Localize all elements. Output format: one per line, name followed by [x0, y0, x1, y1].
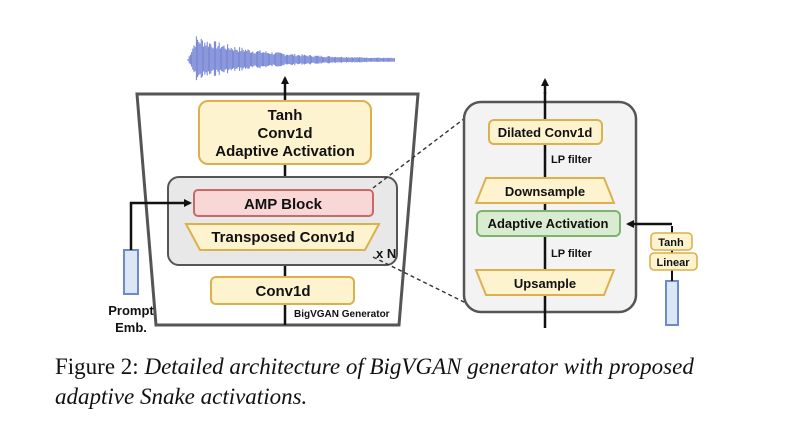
prompt-embedding-bar: [123, 249, 139, 295]
architecture-diagram: Tanh Conv1d Adaptive Activation x N AMP …: [108, 36, 698, 335]
side-embedding-bar: [665, 280, 679, 326]
waveform-trace: [187, 36, 395, 81]
linear-label: Linear: [656, 257, 690, 269]
conv1d-block: [210, 276, 355, 305]
output-block-conv1d: Conv1d: [257, 125, 312, 142]
downsample-block: [474, 177, 616, 204]
generator-name-label: BigVGAN Generator: [294, 309, 390, 320]
output-block-adaptive-activation: Adaptive Activation: [215, 143, 354, 160]
lp-filter-top-label: LP filter: [551, 154, 592, 166]
conv1d-label: Conv1d: [255, 283, 310, 300]
tanh-block: [650, 232, 693, 251]
tanh-label: Tanh: [658, 237, 684, 249]
zoom-line-top: [372, 117, 466, 189]
linear-block: [649, 252, 698, 271]
repeat-label: x N: [376, 246, 396, 261]
amp-block: [193, 189, 374, 217]
output-block: [198, 100, 372, 165]
downsample-label: Downsample: [505, 184, 585, 199]
dilated-conv-block: [488, 119, 603, 145]
upsample-block: [474, 269, 616, 296]
adaptive-activation-label: Adaptive Activation: [488, 216, 609, 231]
prompt-label-line1: Prompt: [108, 303, 154, 318]
output-waveform: [187, 36, 395, 81]
prompt-arrow: [129, 199, 192, 250]
lp-filter-bottom-label: LP filter: [551, 248, 592, 260]
upsample-label: Upsample: [514, 276, 576, 291]
transposed-conv-block: [184, 223, 381, 251]
figure-caption: Figure 2: Detailed architecture of BigVG…: [55, 352, 745, 412]
amp-detail-panel: [462, 100, 638, 314]
prompt-label-line2: Emb.: [115, 320, 147, 335]
adaptive-activation-block: [476, 210, 621, 237]
dilated-conv-label: Dilated Conv1d: [498, 125, 593, 140]
amp-block-label: AMP Block: [244, 196, 323, 213]
output-block-tanh: Tanh: [268, 107, 303, 124]
caption-text: Detailed architecture of BigVGAN generat…: [55, 354, 694, 409]
transposed-conv-label: Transposed Conv1d: [211, 229, 354, 246]
zoom-line-bottom: [372, 256, 467, 304]
caption-prefix: Figure 2:: [55, 354, 139, 379]
